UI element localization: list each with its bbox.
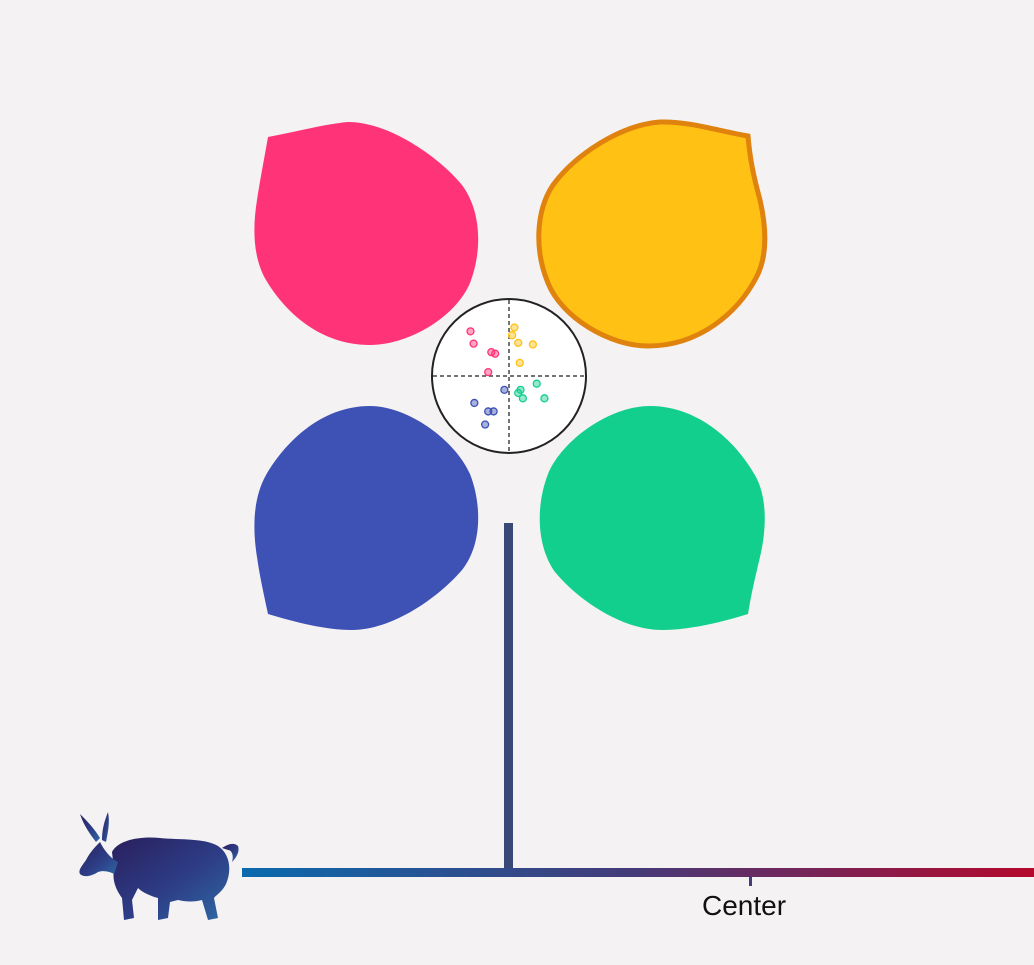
scatter-point-top-right[interactable]: [514, 338, 523, 348]
scatter-plot-background: [431, 298, 587, 454]
petals-group: [254, 119, 768, 630]
petal-top-right[interactable]: [536, 119, 768, 349]
scatter-point-bottom-right[interactable]: [532, 379, 541, 388]
scatter-point-top-right[interactable]: [510, 323, 519, 332]
scatter-point-top-left[interactable]: [484, 367, 493, 377]
center-tick-mark: [749, 876, 752, 886]
political-scale-bar: [242, 868, 1034, 877]
donkey-icon: [79, 812, 239, 920]
scatter-point-top-left[interactable]: [466, 327, 475, 336]
scatter-point-top-right[interactable]: [515, 358, 524, 368]
scatter-point-bottom-right[interactable]: [540, 394, 549, 403]
scatter-point-top-right[interactable]: [528, 340, 538, 349]
petal-bottom-left[interactable]: [254, 406, 479, 630]
scatter-plot-circle: [431, 298, 587, 454]
scatter-points: [466, 323, 549, 429]
petal-top-left[interactable]: [254, 122, 479, 345]
scatter-point-bottom-left[interactable]: [489, 407, 498, 416]
scatter-point-bottom-left[interactable]: [500, 385, 509, 395]
flower-stem: [504, 523, 513, 871]
scatter-point-bottom-right[interactable]: [514, 388, 523, 398]
scatter-point-top-left[interactable]: [469, 339, 478, 348]
scatter-point-bottom-right[interactable]: [518, 394, 528, 403]
scatter-point-bottom-left[interactable]: [480, 420, 490, 429]
petal-bottom-right[interactable]: [539, 406, 765, 630]
scatter-point-top-right[interactable]: [507, 331, 517, 340]
scatter-point-top-left[interactable]: [490, 349, 500, 358]
scatter-point-bottom-left[interactable]: [470, 398, 479, 408]
center-label: Center: [702, 890, 787, 921]
